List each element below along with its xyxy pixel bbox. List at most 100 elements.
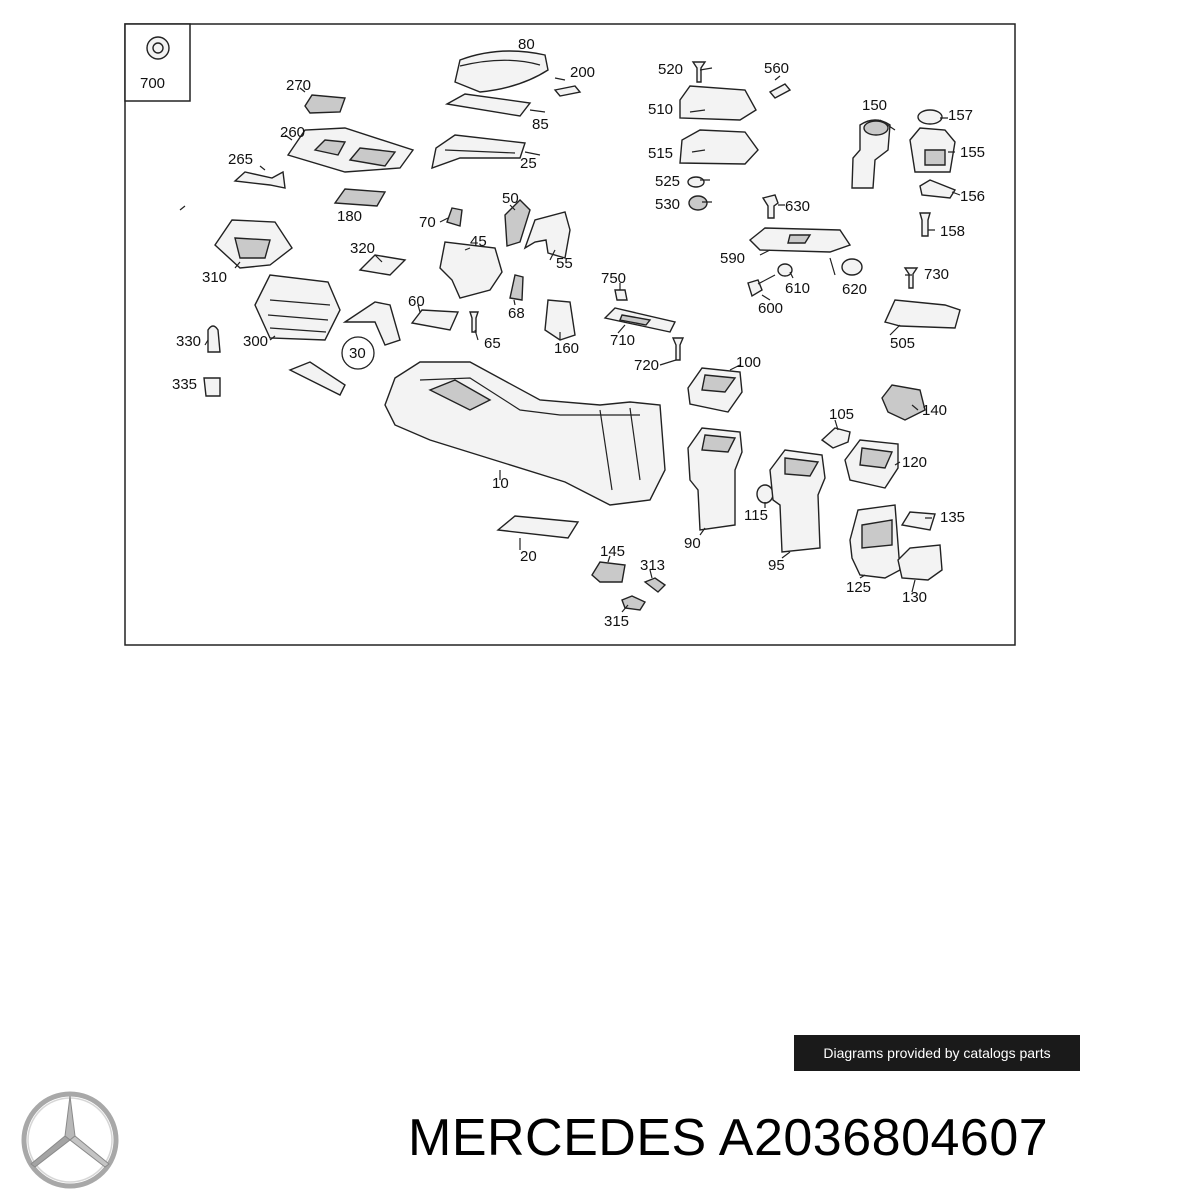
- cover-160: [544, 299, 576, 341]
- trim-frame-260: [286, 127, 415, 173]
- callout-label: 95: [768, 557, 785, 574]
- lever-330: [207, 325, 221, 353]
- tray-130: [897, 544, 943, 581]
- callout-label: 135: [940, 509, 965, 526]
- callout-label: 315: [604, 613, 629, 630]
- callout-label: 180: [337, 208, 362, 225]
- callout-label: 730: [924, 266, 949, 283]
- callout-label: 310: [202, 269, 227, 286]
- callout-label: 260: [280, 124, 305, 141]
- cupholder-120: [844, 439, 899, 489]
- callout-label: 270: [286, 77, 311, 94]
- panel-50: [504, 199, 531, 247]
- callout-label: 600: [758, 300, 783, 317]
- bracket-30: [288, 301, 401, 396]
- callout-label: 313: [640, 557, 665, 574]
- cover-180: [333, 188, 387, 207]
- callout-label: 265: [228, 151, 253, 168]
- socket-155: [909, 127, 956, 173]
- callout-label: 155: [960, 144, 985, 161]
- bracket-265: [233, 170, 286, 189]
- plate-510: [679, 85, 757, 121]
- callout-label: 10: [492, 475, 509, 492]
- callout-label: 120: [902, 454, 927, 471]
- cupholder-100: [687, 367, 743, 413]
- clip-750: [614, 289, 628, 301]
- plate-515: [679, 129, 759, 165]
- housing-125: [849, 504, 901, 579]
- callout-label: 20: [520, 548, 537, 565]
- trim-270: [304, 94, 346, 114]
- callout-label: 60: [408, 293, 425, 310]
- housing-95: [769, 449, 826, 553]
- callout-label: 85: [532, 116, 549, 133]
- callout-label: 525: [655, 173, 680, 190]
- pad-20: [496, 515, 580, 539]
- callout-label: 590: [720, 250, 745, 267]
- callout-label: 750: [601, 270, 626, 287]
- callout-label: 160: [554, 340, 579, 357]
- callout-label: 610: [785, 280, 810, 297]
- nut-620: [841, 258, 863, 276]
- callout-label: 90: [684, 535, 701, 552]
- armrest-lid-80: [454, 50, 549, 93]
- callout-label: 140: [922, 402, 947, 419]
- screw-158: [919, 212, 931, 237]
- switch-140: [881, 384, 926, 421]
- callout-label: 158: [940, 223, 965, 240]
- callout-label: 510: [648, 101, 673, 118]
- parts-diagram: 700: [124, 23, 1016, 646]
- screw-520: [691, 61, 707, 83]
- inset-label: 700: [140, 75, 165, 92]
- callout-label: 70: [419, 214, 436, 231]
- clip-156: [919, 179, 957, 199]
- credit-banner: Diagrams provided by catalogs parts: [794, 1035, 1080, 1071]
- callout-label: 55: [556, 255, 573, 272]
- callout-label: 335: [172, 376, 197, 393]
- callout-label: 200: [570, 64, 595, 81]
- callout-label: 630: [785, 198, 810, 215]
- callout-label: 320: [350, 240, 375, 257]
- callout-label: 157: [948, 107, 973, 124]
- callout-label: 330: [176, 333, 201, 350]
- sensor-145: [591, 561, 626, 583]
- callout-label: 25: [520, 155, 537, 172]
- housing-90: [687, 427, 743, 531]
- screw-200: [553, 85, 582, 97]
- ring-157: [917, 109, 943, 125]
- bracket-590: [748, 227, 852, 253]
- gasket-135: [900, 511, 936, 531]
- nut-115: [756, 484, 774, 504]
- callout-label: 150: [862, 97, 887, 114]
- callout-label: 130: [902, 589, 927, 606]
- leader-lines: [179, 67, 961, 613]
- callout-label: 505: [890, 335, 915, 352]
- bolt-630: [761, 194, 779, 219]
- callout-label: 45: [470, 233, 487, 250]
- callout-label: 115: [744, 507, 768, 524]
- switch-70: [446, 207, 463, 227]
- nut-530: [688, 195, 708, 211]
- callout-label: 105: [829, 406, 854, 423]
- bolt-105: [820, 427, 851, 449]
- knob-335: [203, 377, 221, 397]
- callout-label: 65: [484, 335, 501, 352]
- bracket-25: [431, 134, 526, 170]
- connector-313: [643, 577, 667, 593]
- callout-label: 710: [610, 332, 635, 349]
- callout-label: 80: [518, 36, 535, 53]
- callout-label: 156: [960, 188, 985, 205]
- callout-label: 530: [655, 196, 680, 213]
- vent-300: [254, 274, 341, 341]
- callout-label: 620: [842, 281, 867, 298]
- callout-label: 30: [349, 345, 366, 362]
- nut-610: [777, 263, 793, 277]
- pad-85: [444, 93, 532, 117]
- callout-label: 145: [600, 543, 625, 560]
- callout-label: 520: [658, 61, 683, 78]
- bracket-45: [439, 241, 503, 299]
- socket-150: [851, 119, 891, 189]
- connector-315: [621, 595, 647, 611]
- callout-label: 100: [736, 354, 761, 371]
